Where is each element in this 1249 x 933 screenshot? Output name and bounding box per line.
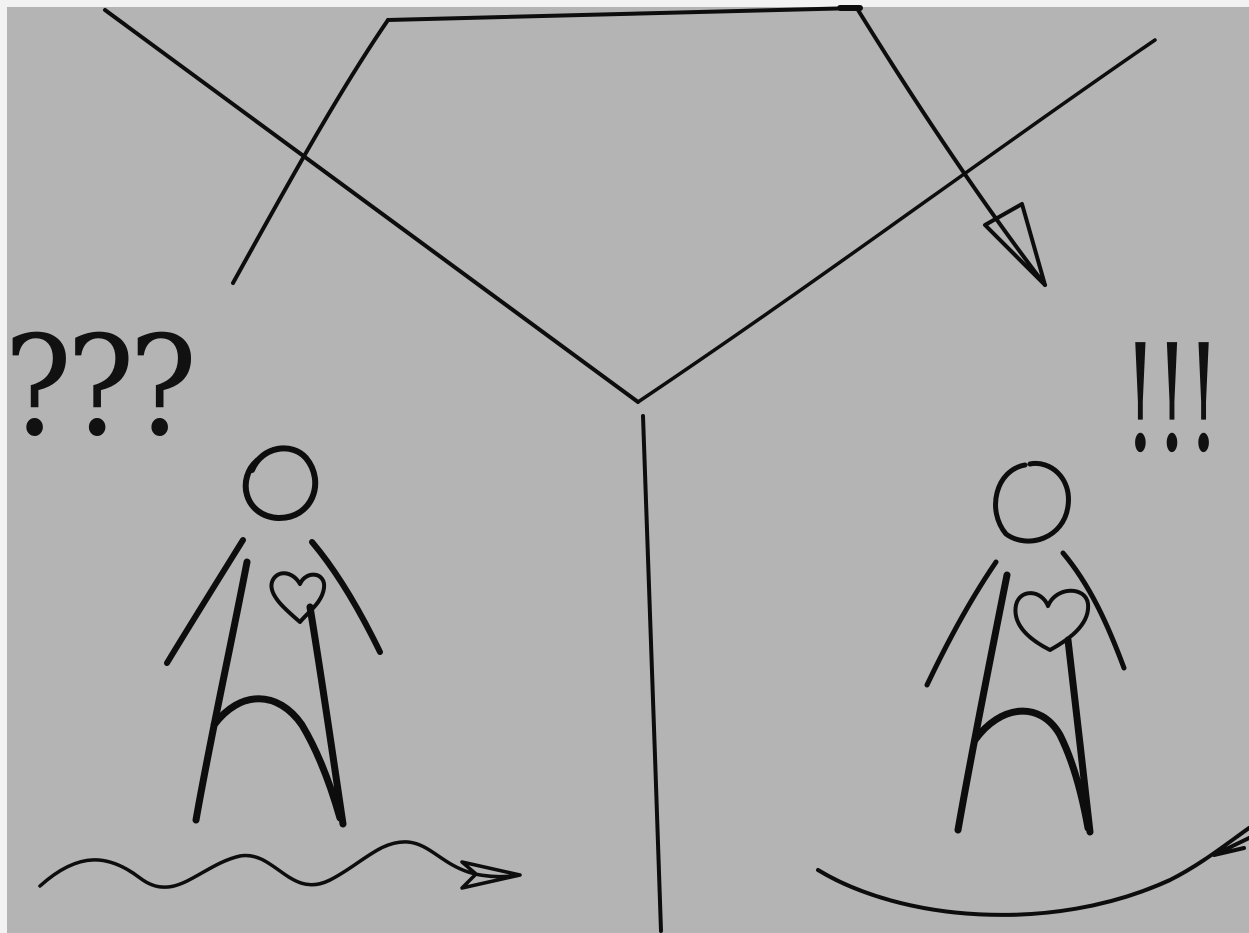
- exclamation-marks: !!!: [1124, 325, 1219, 473]
- sketch-background: [7, 7, 1249, 933]
- question-marks: ???: [4, 318, 192, 456]
